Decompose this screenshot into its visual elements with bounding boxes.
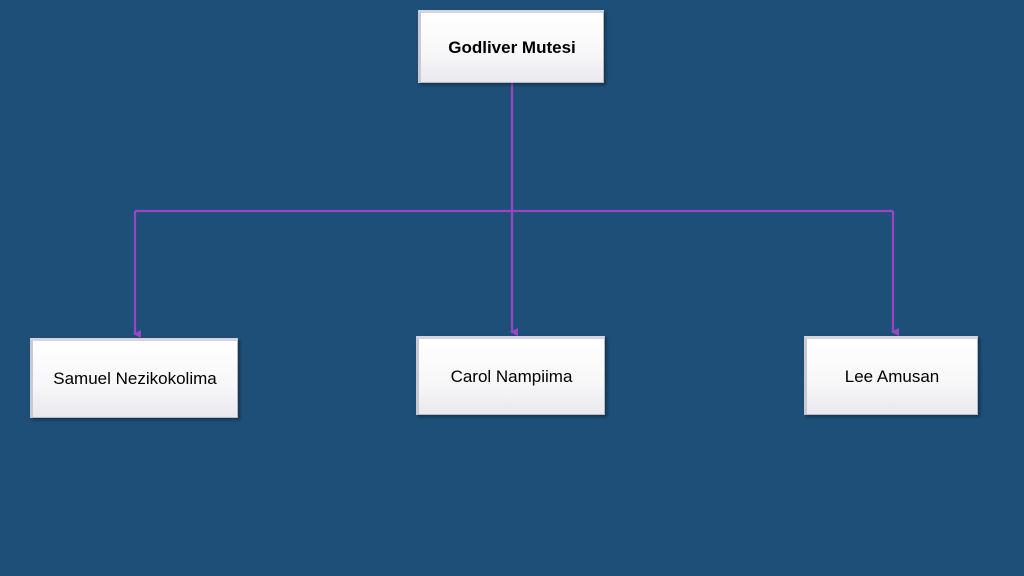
- root-node-box[interactable]: Godliver Mutesi: [418, 10, 604, 83]
- child-node-label-lee: Lee Amusan: [844, 366, 940, 386]
- child-node-label-samuel: Samuel Nezikokolima: [53, 369, 217, 388]
- child-node-box-carol[interactable]: Carol Nampiima: [416, 336, 605, 415]
- root-node-label: Godliver Mutesi: [448, 37, 576, 57]
- child-node-box-lee[interactable]: Lee Amusan: [804, 336, 978, 415]
- child-node-label-carol: Carol Nampiima: [450, 366, 573, 386]
- child-node-box-samuel[interactable]: Samuel Nezikokolima: [30, 338, 238, 418]
